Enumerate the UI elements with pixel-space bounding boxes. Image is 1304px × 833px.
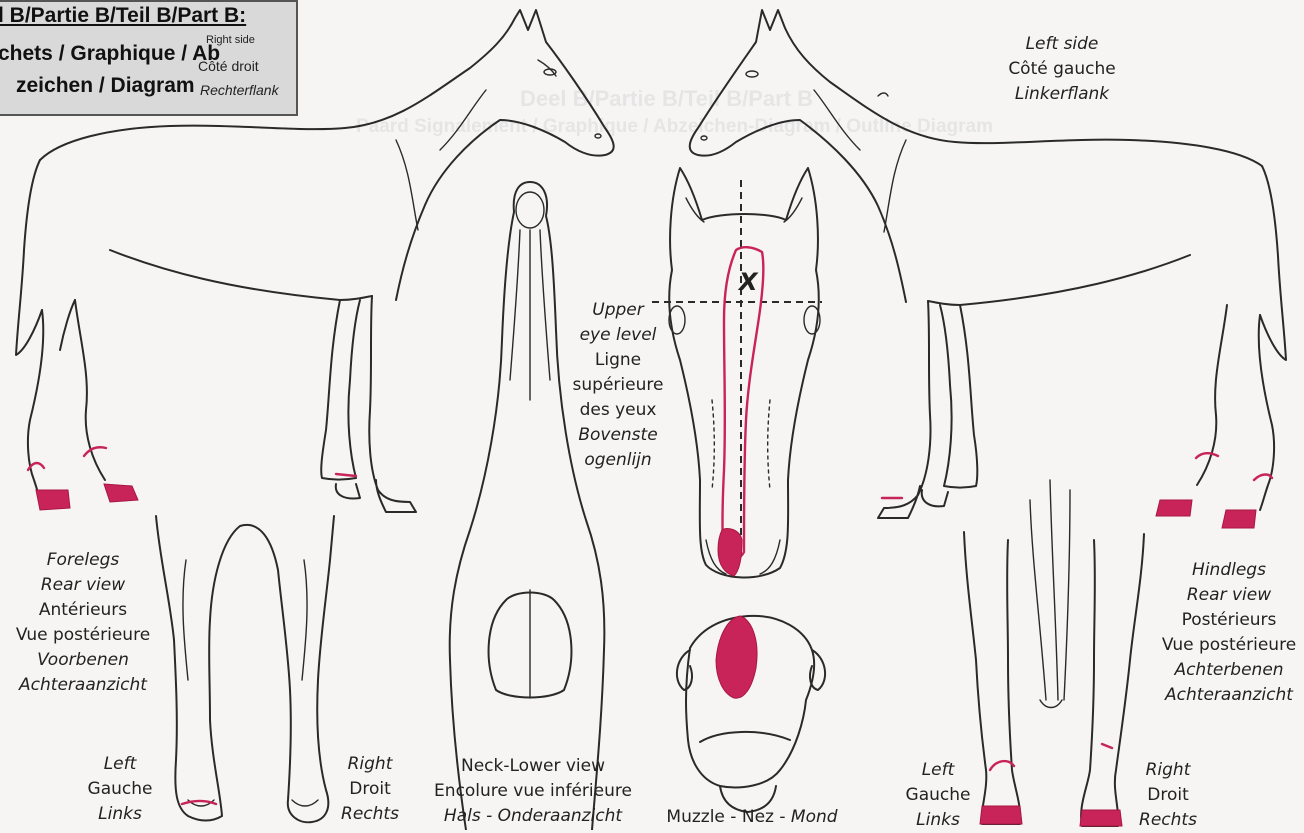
left-side-label-en: Left side [1000, 32, 1124, 57]
head-front-view [652, 168, 822, 577]
right-side-label-fr: Côté droit [198, 58, 259, 74]
eye-level-fr3: des yeux [564, 398, 672, 423]
hindlegs-nl: Achterbenen [1156, 658, 1302, 683]
left-side-label-fr: Côté gauche [1000, 57, 1124, 82]
hindlegs-rear-view [964, 480, 1144, 826]
right-horse-eye [544, 69, 556, 75]
head-snip-marking [718, 528, 742, 576]
muzzle-en: Muzzle [666, 807, 724, 827]
head-x-mark: X [739, 268, 758, 296]
hindlegs-right-de: Rechts [1130, 808, 1206, 833]
hindlegs-left-fr: Gauche [896, 783, 980, 808]
hindlegs-right-label: Right Droit Rechts [1130, 758, 1206, 833]
right-side-label-nl: Rechterflank [200, 82, 279, 98]
muzzle-sep1: - [725, 807, 742, 827]
right-side-label-en: Right side [206, 34, 255, 46]
forelegs-left-label: Left Gauche Links [78, 752, 162, 827]
hindlegs-left-de: Links [896, 808, 980, 833]
left-horse-nostril [701, 136, 707, 140]
hindlegs-right-hoof-marking [1080, 810, 1122, 826]
neck-label: Neck-Lower view Encolure vue inférieure … [428, 754, 638, 829]
right-horse-hoof-hind-marking [36, 490, 70, 510]
forelegs-right-fr: Droit [332, 777, 408, 802]
hindlegs-fr: Postérieurs [1156, 608, 1302, 633]
forelegs-right-label: Right Droit Rechts [332, 752, 408, 827]
neck-nl: Hals - Onderaanzicht [428, 804, 638, 829]
eye-level-nl2: ogenlijn [564, 448, 672, 473]
hindlegs-left-label: Left Gauche Links [896, 758, 980, 833]
eye-level-en1: Upper [564, 298, 672, 323]
eye-level-fr2: supérieure [564, 373, 672, 398]
header-title-line3: zeichen / Diagram [16, 74, 195, 98]
right-horse-hoof-fore-marking [104, 484, 138, 502]
forelegs-en: Forelegs [4, 548, 162, 573]
forelegs-nl: Voorbenen [4, 648, 162, 673]
eye-level-label: Upper eye level Ligne supérieure des yeu… [564, 298, 672, 473]
muzzle-fr: Nez [742, 807, 774, 827]
hindlegs-left-hoof-marking [980, 806, 1022, 824]
left-horse-hoof-fore-marking [1222, 510, 1256, 528]
hindlegs-label: Hindlegs Rear view Postérieurs Vue posté… [1156, 558, 1302, 708]
eye-level-nl1: Bovenste [564, 423, 672, 448]
left-horse-eye [746, 71, 758, 77]
muzzle-label: Muzzle - Nez - Mond [652, 805, 852, 830]
header-title-line2: chets / Graphique / Ab [0, 42, 220, 66]
forelegs-label: Forelegs Rear view Antérieurs Vue postér… [4, 548, 162, 698]
forelegs-fr2: Vue postérieure [4, 623, 162, 648]
part-b-header-box: l B/Partie B/Teil B/Part B: chets / Grap… [0, 0, 298, 116]
left-side-label: Left side Côté gauche Linkerflank [1000, 32, 1124, 107]
forelegs-right-de: Rechts [332, 802, 408, 827]
left-side-horse [690, 10, 1286, 528]
hindlegs-en2: Rear view [1156, 583, 1302, 608]
neck-en: Neck-Lower view [428, 754, 638, 779]
forelegs-fr: Antérieurs [4, 598, 162, 623]
left-horse-hoof-hind-marking [1156, 500, 1192, 516]
header-title-line1: l B/Partie B/Teil B/Part B: [0, 4, 246, 28]
right-horse-nostril [595, 134, 601, 138]
left-side-label-nl: Linkerflank [1000, 82, 1124, 107]
muzzle-view [677, 616, 825, 812]
muzzle-sep2: - [774, 807, 791, 827]
hindlegs-left-en: Left [896, 758, 980, 783]
hindlegs-en: Hindlegs [1156, 558, 1302, 583]
neck-fr: Encolure vue inférieure [428, 779, 638, 804]
forelegs-rear-view [156, 516, 334, 822]
forelegs-en2: Rear view [4, 573, 162, 598]
forelegs-right-en: Right [332, 752, 408, 777]
hindlegs-right-en: Right [1130, 758, 1206, 783]
forelegs-left-en: Left [78, 752, 162, 777]
eye-level-fr1: Ligne [564, 348, 672, 373]
forelegs-nl2: Achteraanzicht [4, 673, 162, 698]
muzzle-marking [716, 616, 757, 698]
hindlegs-right-fr: Droit [1130, 783, 1206, 808]
hindlegs-nl2: Achteraanzicht [1156, 683, 1302, 708]
forelegs-left-de: Links [78, 802, 162, 827]
muzzle-nl: Mond [791, 807, 838, 827]
hindlegs-fr2: Vue postérieure [1156, 633, 1302, 658]
neck-lower-view [450, 182, 605, 830]
eye-level-en2: eye level [564, 323, 672, 348]
forelegs-left-fr: Gauche [78, 777, 162, 802]
